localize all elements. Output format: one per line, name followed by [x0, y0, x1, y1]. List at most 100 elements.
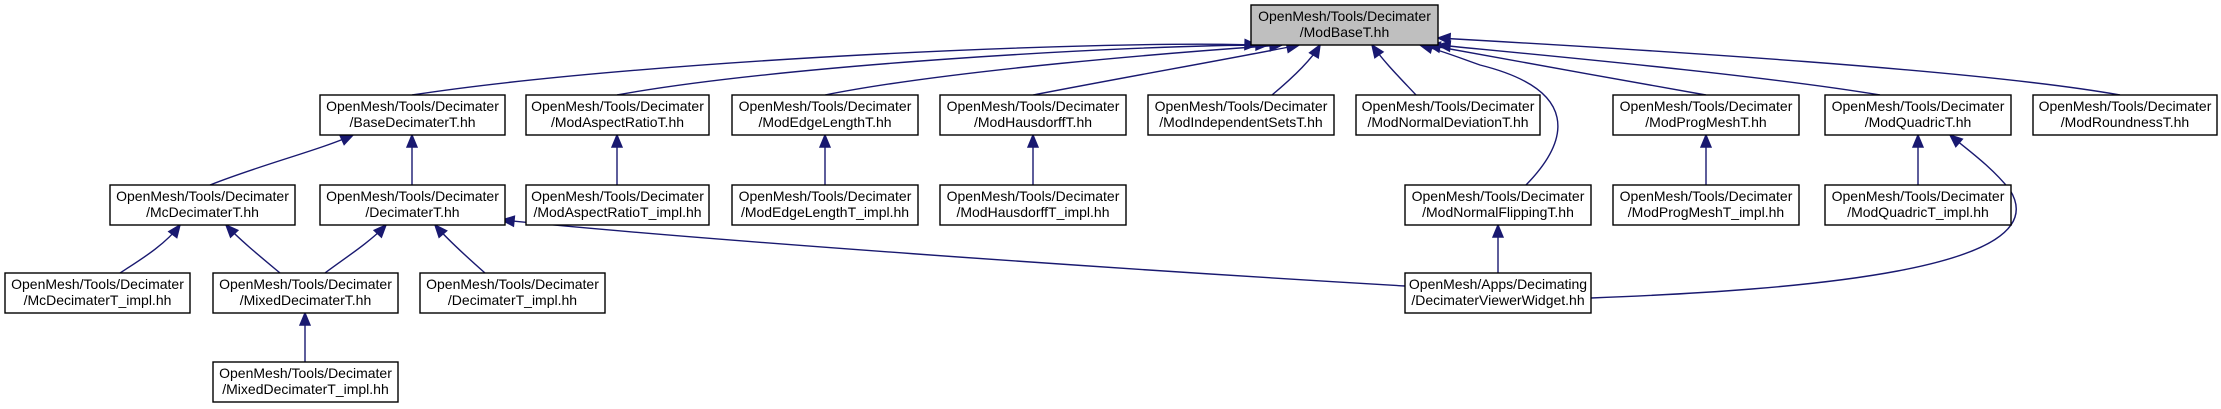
node-box: [525, 94, 710, 136]
edge-decT_impl-to-decT: [433, 223, 486, 274]
edge-line: [411, 43, 1258, 96]
arrowhead: [224, 223, 240, 239]
nodes-layer: OpenMesh/Tools/Decimater/ModBaseT.hhOpen…: [4, 4, 2218, 403]
node-path-label: OpenMesh/Tools/Decimater: [1362, 98, 1535, 114]
edge-modquad_impl-to-modquad: [1911, 133, 1925, 185]
edge-modedge-to-modbase: [824, 39, 1284, 96]
edge-modaspect-to-modbase: [616, 38, 1270, 96]
node-modhaus[interactable]: OpenMesh/Tools/Decimater/ModHausdorffT.h…: [939, 94, 1127, 136]
node-path-label: OpenMesh/Tools/Decimater: [531, 98, 704, 114]
node-modquad-impl[interactable]: OpenMesh/Tools/Decimater/ModQuadricT_imp…: [1824, 184, 2012, 226]
node-modaspect[interactable]: OpenMesh/Tools/Decimater/ModAspectRatioT…: [525, 94, 710, 136]
node-modedge[interactable]: OpenMesh/Tools/Decimater/ModEdgeLengthT.…: [731, 94, 919, 136]
edge-modprog_impl-to-modprog: [1699, 133, 1713, 185]
edge-mixeddec-to-decT: [324, 223, 388, 274]
node-file-label: /ModProgMeshT_impl.hh: [1628, 204, 1784, 220]
node-file-label: /ModIndependentSetsT.hh: [1159, 114, 1322, 130]
node-path-label: OpenMesh/Tools/Decimater: [1620, 188, 1793, 204]
arrowhead: [1699, 133, 1713, 148]
edge-modhaus_impl-to-modhaus: [1026, 133, 1040, 185]
node-file-label: /DecimaterT.hh: [365, 204, 459, 220]
edges-layer: [119, 32, 2121, 362]
node-modquad[interactable]: OpenMesh/Tools/Decimater/ModQuadricT.hh: [1824, 94, 2012, 136]
node-mcdec-impl[interactable]: OpenMesh/Tools/Decimater/McDecimaterT_im…: [4, 272, 191, 314]
edge-modindep-to-modbase: [1271, 43, 1321, 96]
edge-line: [1032, 44, 1300, 96]
arrowhead: [167, 223, 182, 239]
edge-viewer-to-modnormflip: [1491, 223, 1505, 273]
node-file-label: /DecimaterT_impl.hh: [448, 292, 577, 308]
arrowhead: [1911, 133, 1925, 148]
node-box: [939, 184, 1127, 226]
arrowhead: [433, 223, 448, 239]
edge-modround-to-modbase: [1436, 32, 2121, 96]
node-modprog[interactable]: OpenMesh/Tools/Decimater/ModProgMeshT.hh: [1612, 94, 1800, 136]
node-file-label: /ModRoundnessT.hh: [2061, 114, 2189, 130]
node-box: [1824, 184, 2012, 226]
node-path-label: OpenMesh/Tools/Decimater: [219, 276, 392, 292]
node-box: [1147, 94, 1335, 136]
node-file-label: /ModAspectRatioT.hh: [551, 114, 684, 130]
edge-line: [1590, 134, 2017, 299]
arrowhead: [1308, 43, 1321, 60]
edge-modaspect_impl-to-modaspect: [610, 133, 624, 185]
node-path-label: OpenMesh/Tools/Decimater: [1832, 98, 2005, 114]
edge-modhaus-to-modbase: [1032, 41, 1301, 96]
edge-mixeddec_impl-to-mixeddec: [298, 311, 312, 362]
node-file-label: /ModQuadricT_impl.hh: [1847, 204, 1989, 220]
node-path-label: OpenMesh/Tools/Decimater: [531, 188, 704, 204]
edge-mixeddec-to-mcdec: [224, 223, 281, 274]
node-mixeddec[interactable]: OpenMesh/Tools/Decimater/MixedDecimaterT…: [212, 272, 399, 314]
edge-modedge_impl-to-modedge: [818, 133, 832, 185]
node-path-label: OpenMesh/Tools/Decimater: [426, 276, 599, 292]
node-box: [2032, 94, 2218, 136]
edge-mcdec-to-basedec: [209, 134, 355, 186]
arrowhead: [1491, 223, 1505, 238]
node-path-label: OpenMesh/Tools/Decimater: [739, 98, 912, 114]
edge-mcdec_impl-to-mcdec: [119, 223, 182, 274]
node-basedec[interactable]: OpenMesh/Tools/Decimater/BaseDecimaterT.…: [319, 94, 506, 136]
node-file-label: /ModProgMeshT.hh: [1645, 114, 1766, 130]
node-file-label: /ModEdgeLengthT_impl.hh: [741, 204, 909, 220]
node-modnormflip[interactable]: OpenMesh/Tools/Decimater/ModNormalFlippi…: [1404, 184, 1592, 226]
node-modaspect-impl[interactable]: OpenMesh/Tools/Decimater/ModAspectRatioT…: [525, 184, 710, 226]
node-box: [525, 184, 710, 226]
node-decT[interactable]: OpenMesh/Tools/Decimater/DecimaterT.hh: [319, 184, 506, 226]
arrowhead: [372, 223, 388, 239]
node-box: [731, 94, 919, 136]
node-modnormdev[interactable]: OpenMesh/Tools/Decimater/ModNormalDeviat…: [1355, 94, 1541, 136]
arrowhead: [1436, 32, 1452, 45]
node-path-label: OpenMesh/Tools/Decimater: [947, 188, 1120, 204]
node-modedge-impl[interactable]: OpenMesh/Tools/Decimater/ModEdgeLengthT_…: [731, 184, 919, 226]
node-modbase[interactable]: OpenMesh/Tools/Decimater/ModBaseT.hh: [1250, 4, 1439, 46]
node-file-label: /ModNormalFlippingT.hh: [1422, 204, 1574, 220]
node-box: [1355, 94, 1541, 136]
node-box: [939, 94, 1127, 136]
node-file-label: /ModQuadricT.hh: [1865, 114, 1972, 130]
node-mcdec[interactable]: OpenMesh/Tools/Decimater/McDecimaterT.hh: [109, 184, 296, 226]
node-file-label: /DecimaterViewerWidget.hh: [1411, 292, 1584, 308]
node-mixeddec-impl[interactable]: OpenMesh/Tools/Decimater/MixedDecimaterT…: [212, 361, 399, 403]
node-file-label: /MixedDecimaterT.hh: [240, 292, 372, 308]
node-decT-impl[interactable]: OpenMesh/Tools/Decimater/DecimaterT_impl…: [419, 272, 606, 314]
edge-line: [1427, 44, 1707, 96]
node-modround[interactable]: OpenMesh/Tools/Decimater/ModRoundnessT.h…: [2032, 94, 2218, 136]
node-box: [319, 94, 506, 136]
arrowhead: [338, 134, 355, 146]
node-path-label: OpenMesh/Tools/Decimater: [1412, 188, 1585, 204]
node-modhaus-impl[interactable]: OpenMesh/Tools/Decimater/ModHausdorffT_i…: [939, 184, 1127, 226]
node-modindep[interactable]: OpenMesh/Tools/Decimater/ModIndependentS…: [1147, 94, 1335, 136]
node-file-label: /ModBaseT.hh: [1300, 24, 1390, 40]
node-modprog-impl[interactable]: OpenMesh/Tools/Decimater/ModProgMeshT_im…: [1612, 184, 1800, 226]
node-viewer[interactable]: OpenMesh/Apps/Decimating/DecimaterViewer…: [1404, 272, 1592, 314]
node-path-label: OpenMesh/Tools/Decimater: [1155, 98, 1328, 114]
node-file-label: /BaseDecimaterT.hh: [349, 114, 475, 130]
node-box: [212, 361, 399, 403]
node-box: [109, 184, 296, 226]
arrowhead: [1370, 43, 1385, 59]
node-path-label: OpenMesh/Tools/Decimater: [2039, 98, 2212, 114]
node-box: [1824, 94, 2012, 136]
node-box: [419, 272, 606, 314]
node-file-label: /McDecimaterT.hh: [146, 204, 259, 220]
